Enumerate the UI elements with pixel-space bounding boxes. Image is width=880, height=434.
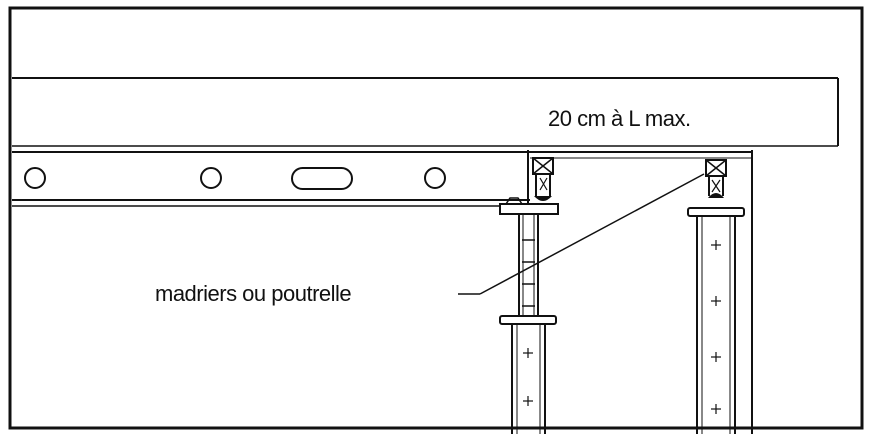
- outer-frame: [8, 6, 864, 430]
- beam-slot: [291, 167, 353, 190]
- filler-strip: [530, 150, 753, 434]
- timber-section-right: [705, 159, 727, 177]
- beam-hole: [424, 167, 446, 189]
- beam-hole: [200, 167, 222, 189]
- beam-hole: [24, 167, 46, 189]
- prop-right: [696, 216, 736, 434]
- callout-leader: [479, 173, 705, 295]
- prop-head-right: [687, 176, 745, 217]
- prop-left: [499, 214, 557, 434]
- prop-head-left: [499, 174, 559, 215]
- timber-section-left: [532, 157, 554, 175]
- callout-label: madriers ou poutrelle: [155, 281, 351, 306]
- dimension-label: 20 cm à L max.: [548, 106, 691, 131]
- formwork-beam: [12, 150, 530, 208]
